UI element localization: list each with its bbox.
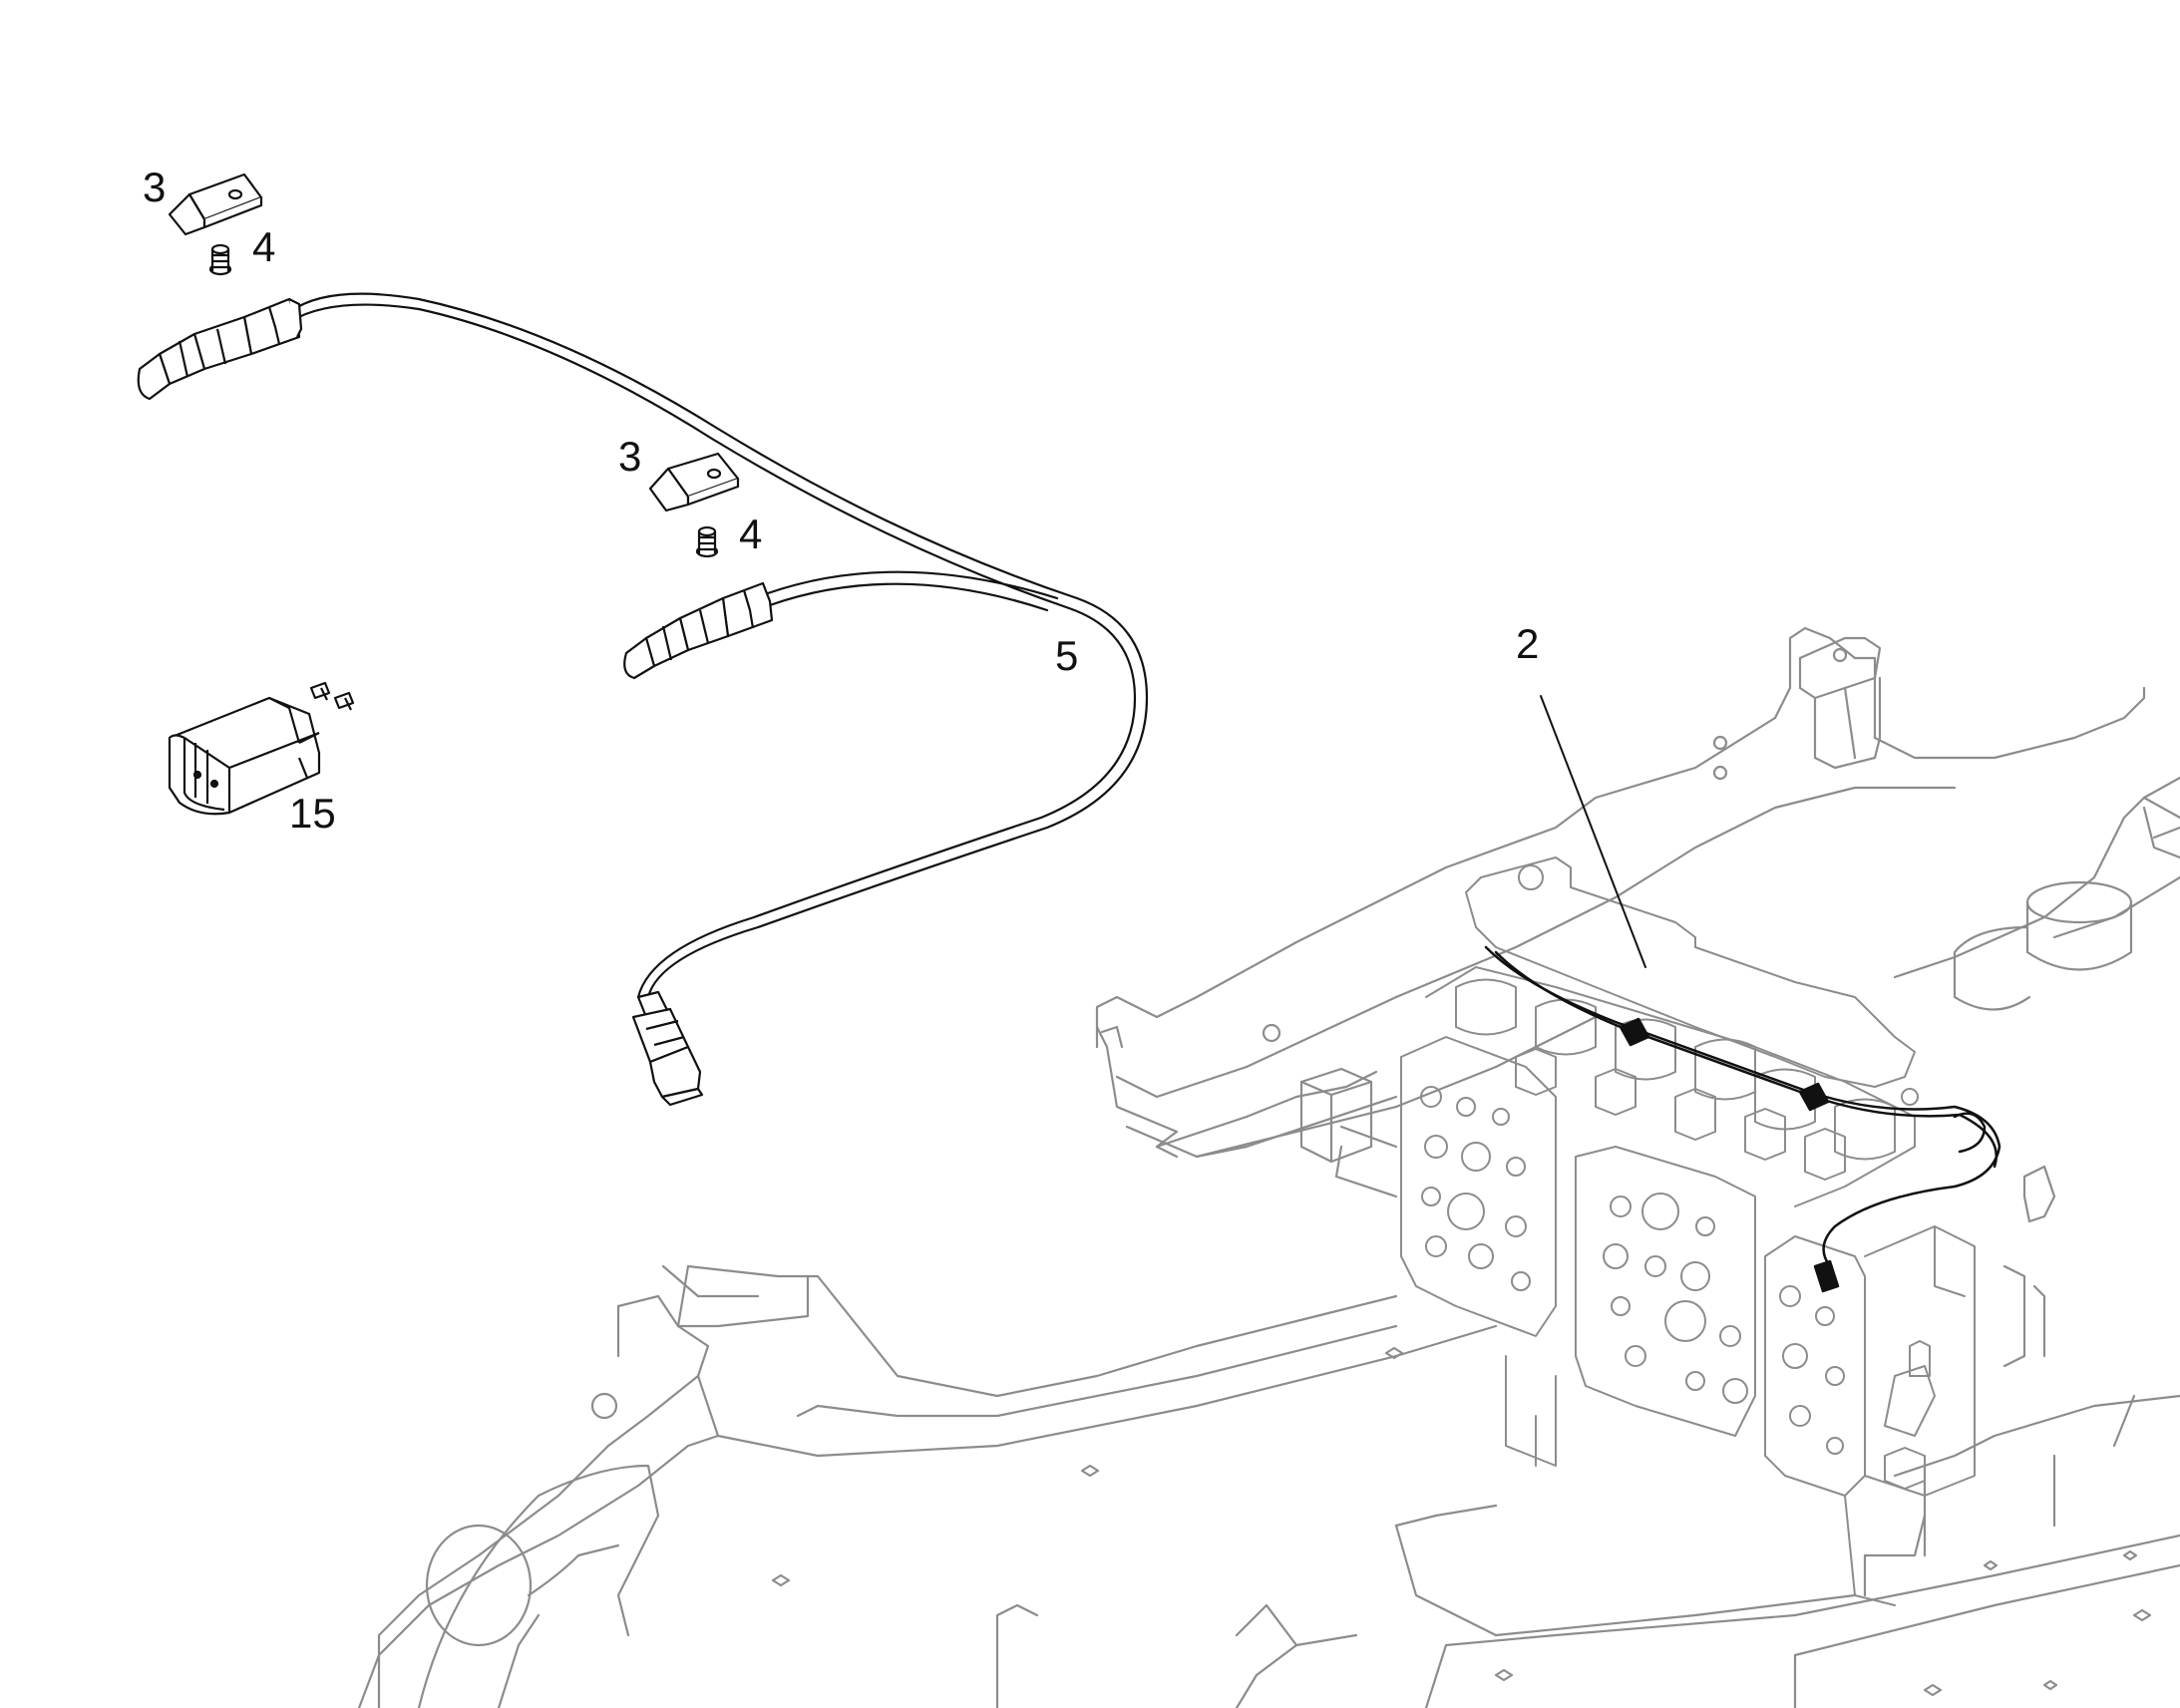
harness-connector-lower <box>631 990 704 1107</box>
callout-5: 5 <box>1055 632 1078 679</box>
callout-15: 15 <box>289 790 336 837</box>
valve-section-middle <box>1575 1146 1756 1437</box>
callout-3-upper: 3 <box>143 164 166 210</box>
callout-4-middle: 4 <box>739 511 762 557</box>
callout-3-middle: 3 <box>618 433 641 480</box>
callout-4-upper: 4 <box>252 223 275 270</box>
bracket-clip-middle <box>648 452 740 512</box>
callout-2: 2 <box>1516 620 1539 667</box>
machine-frame <box>357 626 2180 1708</box>
screw-upper <box>208 243 232 276</box>
harness-connector-upper <box>137 297 303 401</box>
valve-section-right <box>1764 1235 1866 1497</box>
valve-mounting-plate <box>1465 856 1916 1088</box>
harness-connector-c <box>1813 1259 1840 1293</box>
wire-harness <box>289 292 1149 999</box>
harness-connector-b <box>1798 1082 1830 1112</box>
relay-module <box>168 681 355 816</box>
harness-connector-middle <box>623 581 774 680</box>
screw-middle <box>695 525 719 558</box>
control-valve-block <box>1400 856 1976 1606</box>
bracket-clip-upper <box>168 172 263 236</box>
control-valve-harness <box>1484 945 2001 1293</box>
valve-ports <box>1420 1086 1845 1455</box>
leader-line-2 <box>1540 695 1646 968</box>
valve-section-left <box>1400 1036 1557 1337</box>
valve-spool-caps <box>1455 978 1896 1181</box>
harness-connector-a <box>1619 1017 1650 1047</box>
